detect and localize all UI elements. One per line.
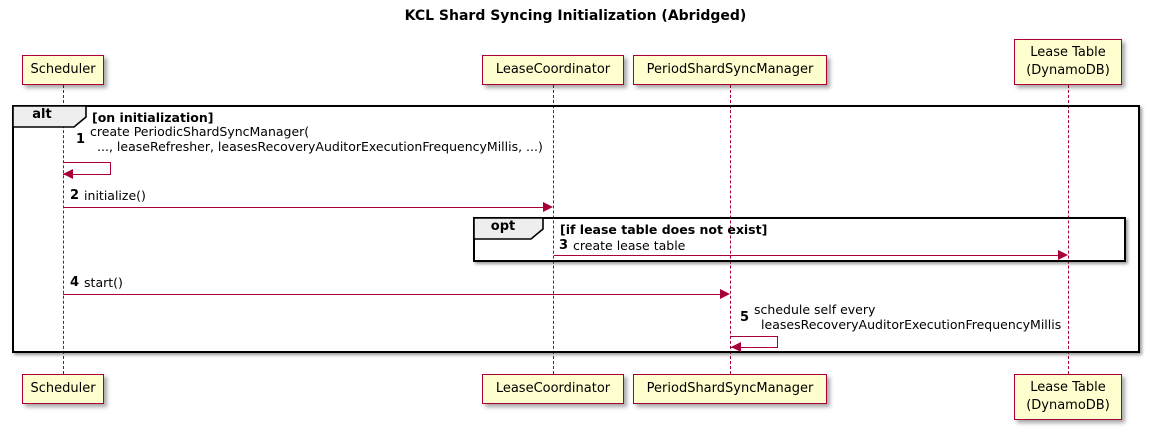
- participant-lease-coordinator-top: LeaseCoordinator: [482, 55, 624, 85]
- participant-label: PeriodShardSyncManager: [646, 62, 814, 78]
- lifeline-lease-table: [1068, 85, 1069, 374]
- participant-period-shard-sync-manager-top: PeriodShardSyncManager: [633, 55, 827, 85]
- message-number: 3: [559, 238, 569, 253]
- message-4-arrowhead: [720, 289, 730, 299]
- participant-scheduler-bottom: Scheduler: [22, 374, 104, 404]
- message-1-self-arrow: [63, 162, 111, 175]
- message-4-arrow: [63, 294, 720, 295]
- participant-label: Lease Table: [1030, 45, 1106, 61]
- lifeline-lease-coordinator: [553, 85, 554, 374]
- opt-frame-label: opt: [490, 219, 516, 234]
- message-3-label: 3 create lease table: [559, 238, 685, 253]
- diagram-title: KCL Shard Syncing Initialization (Abridg…: [404, 8, 747, 24]
- alt-frame-label: alt: [32, 107, 52, 122]
- message-text: create lease table: [573, 238, 686, 253]
- alt-frame-tab: alt: [12, 105, 88, 132]
- message-text: start(): [84, 275, 123, 290]
- message-5-arrowhead: [731, 342, 741, 352]
- alt-frame: alt [on initialization]: [12, 105, 1140, 353]
- message-3-arrowhead: [1058, 250, 1068, 260]
- message-number: 1: [76, 131, 86, 147]
- message-number: 4: [70, 275, 80, 290]
- participant-label: (DynamoDB): [1026, 398, 1110, 413]
- message-2-arrowhead: [543, 202, 553, 212]
- alt-frame-condition: [on initialization]: [92, 110, 214, 125]
- message-1-arrowhead: [63, 169, 73, 179]
- message-number: 5: [740, 309, 750, 325]
- frame-pentagon-shape: [473, 217, 544, 240]
- message-number: 2: [70, 188, 80, 203]
- message-3-arrow: [554, 255, 1059, 256]
- participant-lease-table-top: Lease Table (DynamoDB): [1014, 39, 1122, 85]
- participant-label: Scheduler: [30, 381, 96, 397]
- message-text: schedule self every leasesRecoveryAudito…: [754, 302, 1062, 332]
- message-text: create PeriodicShardSyncManager( ..., le…: [90, 124, 543, 154]
- opt-frame-tab: opt: [473, 217, 545, 244]
- participant-period-shard-sync-manager-bottom: PeriodShardSyncManager: [633, 374, 827, 404]
- participant-label: PeriodShardSyncManager: [646, 381, 814, 397]
- message-2-arrow: [63, 207, 543, 208]
- participant-label: (DynamoDB): [1026, 63, 1110, 78]
- lifeline-period-shard-sync-manager: [730, 85, 731, 374]
- message-5-label: 5 schedule self every leasesRecoveryAudi…: [740, 302, 1061, 332]
- message-2-label: 2 initialize(): [70, 188, 146, 203]
- message-4-label: 4 start(): [70, 275, 123, 290]
- participant-lease-coordinator-bottom: LeaseCoordinator: [482, 374, 624, 404]
- participant-label: Scheduler: [30, 62, 96, 78]
- opt-frame: opt [if lease table does not exist]: [473, 217, 1126, 262]
- opt-frame-condition: [if lease table does not exist]: [560, 222, 768, 237]
- message-5-self-arrow: [731, 336, 778, 348]
- participant-lease-table-bottom: Lease Table (DynamoDB): [1014, 374, 1122, 420]
- message-1-label: 1 create PeriodicShardSyncManager( ..., …: [76, 124, 543, 154]
- participant-label: Lease Table: [1030, 380, 1106, 396]
- message-text: initialize(): [84, 188, 146, 203]
- participant-label: LeaseCoordinator: [495, 381, 611, 397]
- lifeline-scheduler: [63, 85, 64, 374]
- participant-scheduler-top: Scheduler: [22, 55, 104, 85]
- participant-label: LeaseCoordinator: [495, 62, 611, 78]
- frame-pentagon-shape: [12, 105, 87, 128]
